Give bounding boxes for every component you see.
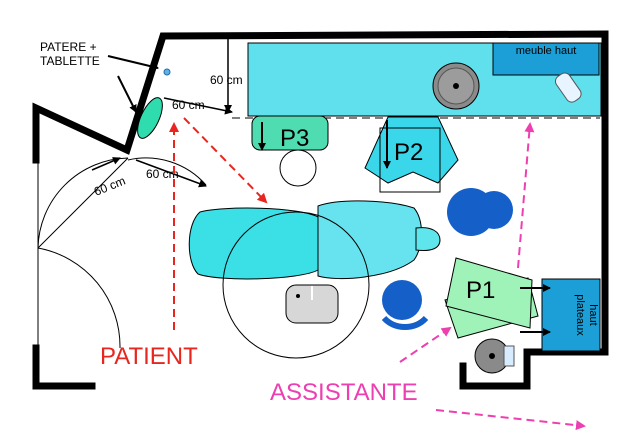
door-swing-lower bbox=[37, 247, 121, 349]
meuble-haut-label: meuble haut bbox=[516, 45, 577, 57]
svg-text:60 cm: 60 cm bbox=[92, 174, 128, 199]
door-swing-upper bbox=[37, 157, 129, 249]
svg-text:60 cm: 60 cm bbox=[146, 167, 179, 181]
p3-cabinet bbox=[251, 115, 329, 151]
patient-paths bbox=[169, 117, 268, 330]
patere-label: PATERE + bbox=[40, 40, 97, 54]
wall-left-upper bbox=[32, 30, 609, 286]
dental-chair bbox=[188, 200, 441, 280]
p1-label: P1 bbox=[466, 277, 495, 304]
assistante-paths bbox=[399, 122, 586, 431]
walls bbox=[32, 30, 609, 390]
patere-tablette bbox=[137, 97, 163, 139]
p1-cart bbox=[444, 257, 539, 339]
svg-text:60 cm: 60 cm bbox=[172, 98, 205, 112]
patient-label: PATIENT bbox=[100, 343, 198, 370]
patient-zone bbox=[222, 211, 370, 359]
haut-plateaux bbox=[541, 278, 601, 352]
door-swing-wall bbox=[127, 157, 207, 186]
p3-stool bbox=[279, 149, 317, 187]
stool-right bbox=[447, 188, 513, 236]
svg-text:plateaux: plateaux bbox=[574, 294, 586, 336]
stool-bottom bbox=[381, 280, 429, 330]
haut-plateaux-label: haut plateaux bbox=[574, 294, 599, 336]
doors bbox=[37, 157, 207, 349]
p3-label: P3 bbox=[280, 125, 309, 152]
svg-text:haut: haut bbox=[587, 304, 599, 325]
meuble-haut bbox=[492, 42, 600, 76]
wall-bottom-right bbox=[459, 278, 609, 390]
p2-label: P2 bbox=[394, 139, 423, 166]
dimension-labels: 60 cm 60 cm 60 cm 60 cm bbox=[92, 73, 243, 199]
faucet-icon bbox=[554, 72, 582, 103]
wall-left-lower bbox=[32, 344, 96, 390]
tablette-label: TABLETTE bbox=[40, 54, 100, 68]
svg-text:60 cm: 60 cm bbox=[210, 73, 243, 87]
assistante-label: ASSISTANTE bbox=[270, 379, 418, 406]
p2-tray bbox=[364, 116, 459, 193]
dimensions bbox=[91, 33, 233, 188]
